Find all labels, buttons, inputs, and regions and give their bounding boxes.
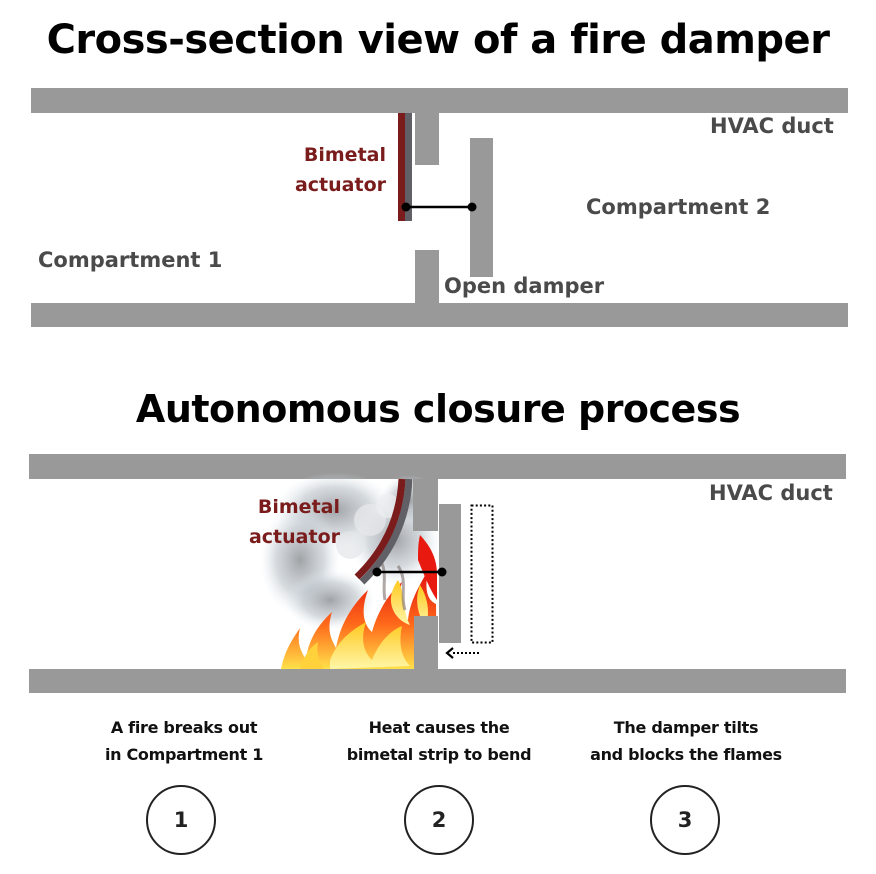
step-caption-line: The damper tilts: [613, 718, 759, 737]
step-number: 1: [173, 808, 189, 832]
step-number: 2: [431, 808, 447, 832]
wall-upper-stub: [413, 479, 438, 531]
step-caption-line: A fire breaks out: [110, 718, 258, 737]
duct-label: HVAC duct: [710, 114, 834, 138]
linkage-pivot-left: [372, 567, 382, 577]
process-title: Autonomous closure process: [135, 387, 741, 431]
linkage-pivot-right: [467, 202, 477, 212]
damper-plate-open: [470, 138, 493, 277]
actuator-label: Bimetal actuator: [216, 492, 340, 552]
step-caption-line: Heat causes the: [368, 718, 510, 737]
bottom-diagram: [29, 454, 846, 693]
wall-upper-stub: [415, 113, 439, 165]
step-number: 3: [677, 808, 693, 832]
bimetal-strip-red: [398, 113, 405, 221]
step-3-number-badge: 3: [650, 785, 720, 855]
actuator-label-line2: actuator: [294, 174, 386, 196]
bimetal-strip-bent-red: [354, 478, 406, 580]
flames: [281, 535, 437, 669]
step-2-number-badge: 2: [404, 785, 474, 855]
step-caption-line: in Compartment 1: [104, 745, 264, 764]
main-title: Cross-section view of a fire damper: [46, 17, 830, 63]
damper-plate-closing: [439, 504, 461, 643]
actuator-label: Bimetal actuator: [262, 140, 386, 200]
step-3-caption: The damper tilts and blocks the flames: [566, 714, 806, 768]
wall-lower-stub: [415, 250, 439, 303]
compartment-2-label: Compartment 2: [586, 195, 771, 219]
step-2-caption: Heat causes the bimetal strip to bend: [319, 714, 559, 768]
actuator-label-line1: Bimetal: [303, 144, 386, 166]
duct-top-wall: [29, 454, 846, 479]
actuator-label-line1: Bimetal: [257, 496, 340, 518]
step-caption-line: bimetal strip to bend: [346, 745, 532, 764]
top-diagram: [31, 88, 848, 327]
open-damper-label: Open damper: [444, 274, 605, 298]
duct-bottom-wall: [31, 303, 848, 327]
step-1-number-badge: 1: [146, 785, 216, 855]
damper-original-position-outline: [470, 504, 494, 644]
linkage-pivot-right: [437, 567, 447, 577]
bimetal-strip-grey: [405, 113, 412, 221]
actuator-label-line2: actuator: [248, 526, 340, 548]
step-caption-line: and blocks the flames: [590, 745, 782, 764]
step-1-caption: A fire breaks out in Compartment 1: [64, 714, 304, 768]
wall-lower-stub: [414, 616, 438, 669]
compartment-1-label: Compartment 1: [38, 248, 223, 272]
bimetal-strip-bent-grey: [359, 478, 413, 585]
movement-arrow-head-icon: [445, 647, 454, 659]
linkage-pivot-left: [401, 202, 411, 212]
duct-bottom-wall: [29, 669, 846, 693]
duct-top-wall: [31, 88, 848, 113]
duct-label: HVAC duct: [709, 481, 833, 505]
